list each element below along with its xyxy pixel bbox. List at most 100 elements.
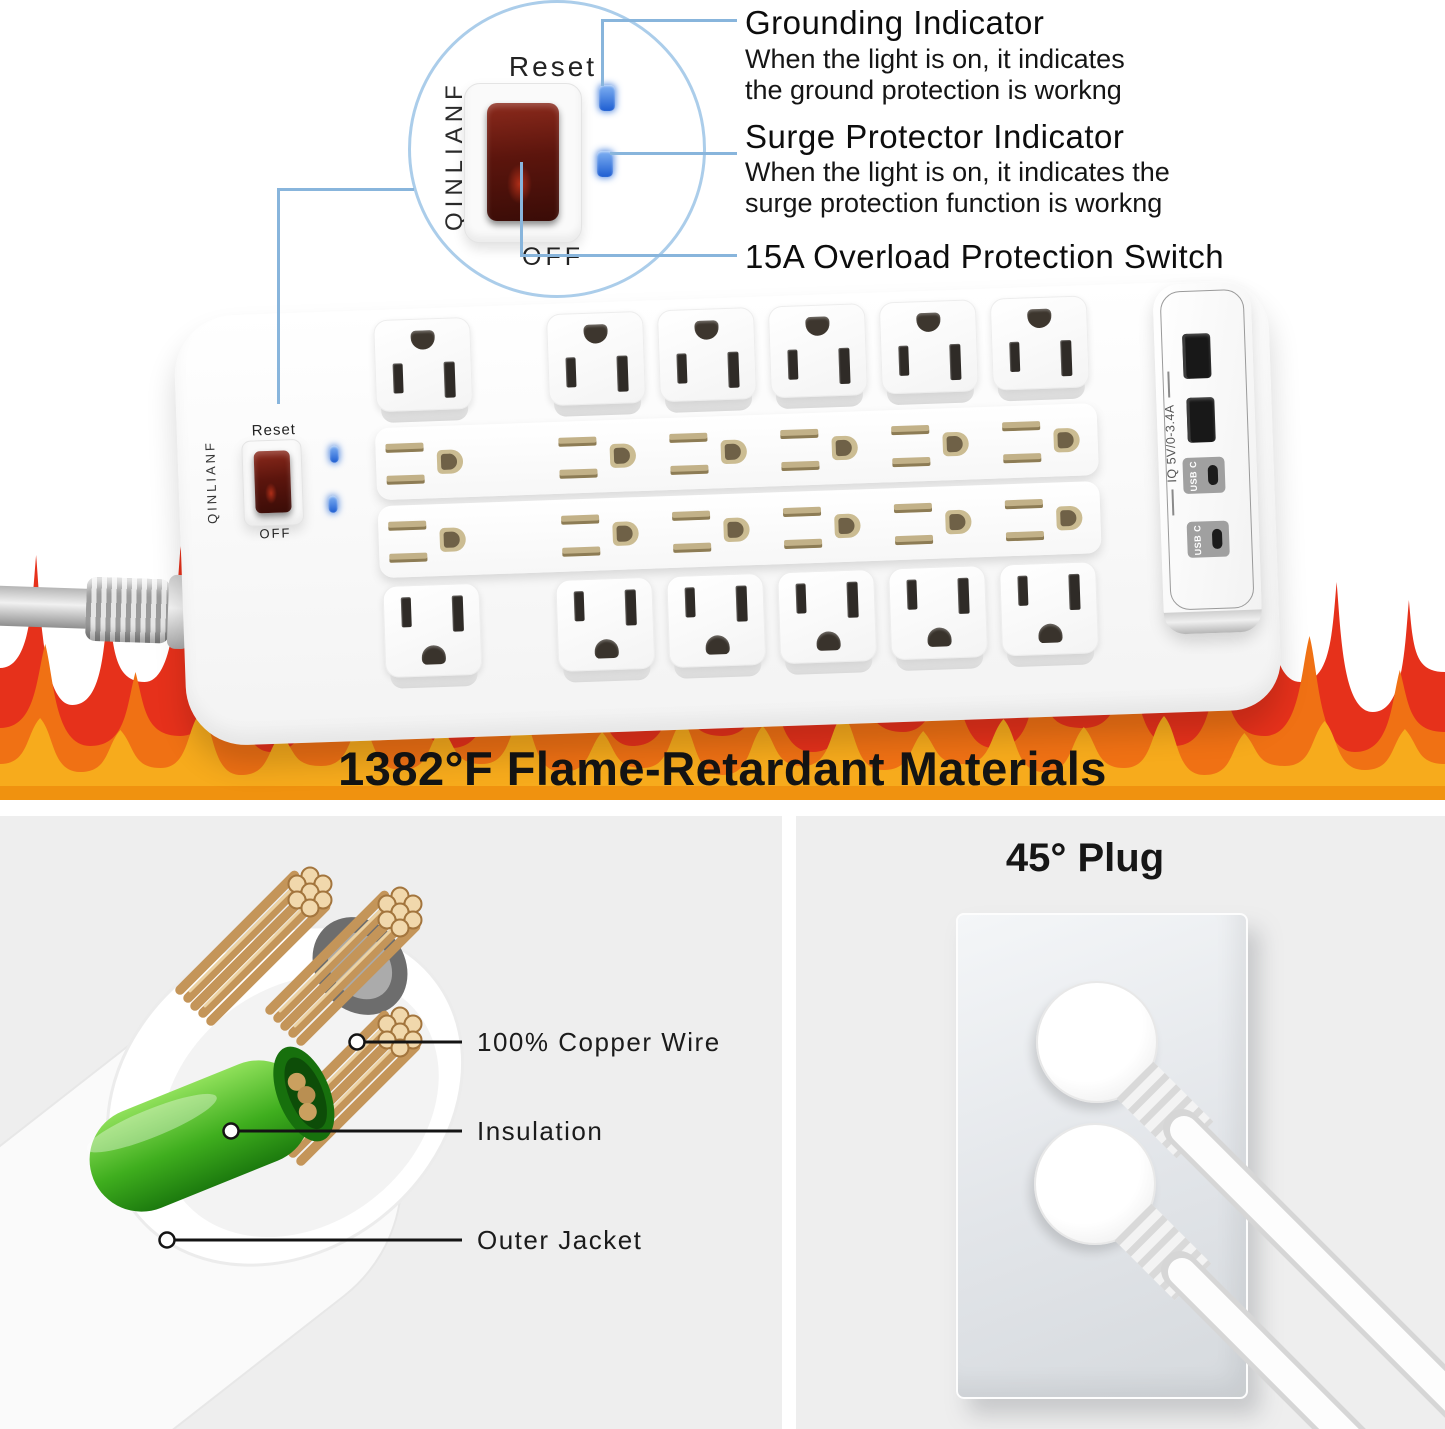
side-slot-bottom-icon [386,474,425,485]
overload-callout-line-h [520,254,737,257]
outlet-slots [1008,339,1072,378]
side-slot-bottom-icon [670,464,709,475]
side-slot-bottom-icon [1005,530,1045,542]
hot-slot-icon [615,355,629,392]
neutral-slot-icon [905,579,917,610]
surge-indicator-desc: When the light is on, it indicates the s… [745,157,1170,219]
usb-c-pill-icon [1211,528,1223,550]
ac-outlet [382,582,483,679]
hot-slot-icon [837,347,851,385]
side-ac-outlet [994,411,1093,470]
plug-cords [1114,1061,1445,1429]
side-ac-outlet [550,427,649,486]
ac-outlet [666,572,767,669]
usb-a-port-2 [1186,396,1216,443]
grounding-indicator-title: Grounding Indicator [745,4,1045,41]
ac-outlet [545,310,647,407]
neutral-slot-icon [400,597,412,628]
neutral-slot-icon [1016,575,1028,606]
neutral-slot-icon [392,363,404,394]
side-ground-icon [609,443,637,469]
neutral-slot-icon [795,583,807,614]
ac-outlet [555,576,656,672]
side-slot-top-icon [671,510,711,521]
hot-slot-icon [443,361,456,398]
flame-base-edge [0,786,1445,800]
hot-slot-icon [1059,339,1072,377]
outlet-slots [684,585,748,623]
grounding-desc-line2: the ground protection is workng [745,75,1122,105]
side-slot-bottom-icon [673,542,712,553]
ground-hole-icon [1026,308,1052,329]
neutral-slot-icon [897,345,909,376]
hot-slot-icon [845,581,859,618]
side-ground-icon [831,435,859,461]
outlet-slots [573,589,637,627]
outlet-slots [795,581,859,620]
ac-outlet [373,316,474,413]
side-slot-top-icon [560,514,600,525]
neutral-slot-icon [675,353,687,384]
ground-hole-icon [815,631,841,651]
side-slot-bottom-icon [562,546,601,557]
grounding-desc-line1: When the light is on, it indicates [745,44,1125,74]
ground-hole-icon [926,627,952,648]
side-ground-icon [439,527,467,553]
surge-desc-line1: When the light is on, it indicates the [745,157,1170,187]
side-slot-top-icon [558,436,597,447]
strip-power-switch [241,438,305,527]
side-slot-top-icon [1004,498,1044,510]
cord-strain-relief [84,576,172,644]
side-ac-outlet [883,415,982,474]
side-ground-icon [834,513,861,539]
usb-c-pill-icon [1207,464,1219,486]
power-strip: QINLIANF Reset OFF [172,279,1283,747]
side-ac-outlet [553,505,652,564]
neutral-slot-icon [1008,341,1020,373]
strip-off-label: OFF [259,525,292,542]
inset-surge-led [597,151,613,177]
ac-outlet [767,303,868,399]
hot-slot-icon [451,595,464,632]
side-ac-outlet [775,497,874,556]
insulation-cylinder [86,1046,335,1212]
usb-c-label: USB C [1187,460,1200,492]
ac-outlet [998,561,1100,657]
ground-hole-icon [693,320,719,341]
ground-hole-icon [409,330,435,350]
side-slot-top-icon [891,424,930,436]
neutral-slot-icon [786,349,798,380]
side-ac-outlet [664,501,763,560]
outlet-row-bottom [382,561,1115,679]
side-ground-icon [720,439,748,465]
ac-outlet [878,299,979,395]
inset-off-label: OFF [522,243,584,271]
side-ground-icon [436,449,464,475]
overload-callout-line-v [520,162,523,257]
reset-callout-line-v [277,188,280,404]
usb-a-port-1 [1182,333,1212,380]
surge-desc-line2: surge protection function is workng [745,188,1163,218]
side-slot-top-icon [780,428,819,440]
usb-c-label: USB C [1192,524,1204,556]
hot-slot-icon [956,577,970,615]
ground-hole-icon [582,324,608,344]
inset-reset-label: Reset [508,51,598,82]
side-slot-top-icon [669,432,708,443]
side-ac-outlet [886,493,985,552]
neutral-slot-icon [684,587,696,618]
strip-surge-led [328,495,338,513]
ground-hole-icon [1037,623,1063,644]
cord-top [1170,1116,1445,1411]
neutral-slot-icon [564,357,577,388]
outlet-slots [905,577,970,616]
side-slot-top-icon [893,502,933,514]
rating-rule-left [1171,489,1175,516]
outlet-slots [897,343,961,382]
side-slot-bottom-icon [389,552,428,563]
outlet-slots [675,351,740,390]
outlet-slots [564,355,629,393]
ground-hole-icon [420,644,446,665]
side-ac-outlet [377,433,476,492]
